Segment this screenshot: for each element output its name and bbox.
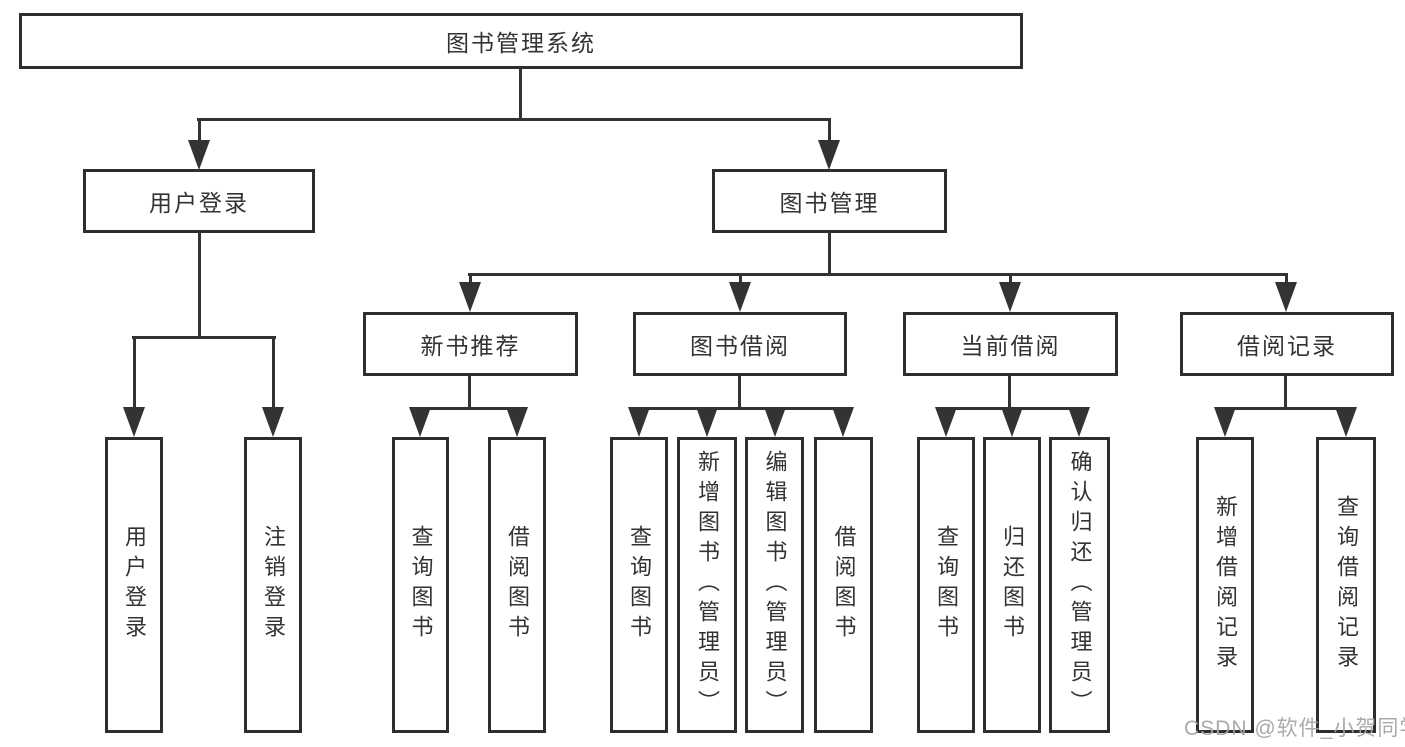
connector-line [738, 376, 741, 407]
arrow-down-icon [764, 407, 786, 437]
csdn-watermark: CSDN @软件_小贺同学 [1184, 717, 1405, 740]
leaf-user-login: 用户登录 [105, 437, 163, 733]
arrow-down-icon [999, 282, 1021, 312]
connector-line [197, 118, 831, 121]
leaf-add-books-admin: 新增图书（管理员） [677, 437, 737, 733]
leaf-query-books-recommend: 查询图书 [392, 437, 449, 733]
arrow-down-icon [1068, 407, 1090, 437]
arrow-down-icon [935, 407, 957, 437]
node-library-system: 图书管理系统 [19, 13, 1023, 69]
leaf-query-books-current: 查询图书 [917, 437, 975, 733]
connector-line [637, 407, 846, 410]
arrow-down-icon [459, 282, 481, 312]
arrow-down-icon [188, 140, 210, 170]
arrow-down-icon [628, 407, 650, 437]
connector-line [1223, 407, 1349, 410]
arrow-down-icon [729, 282, 751, 312]
arrow-down-icon [506, 407, 528, 437]
node-book-management: 图书管理 [712, 169, 947, 233]
leaf-borrow-books-borrowing: 借阅图书 [814, 437, 873, 733]
leaf-query-borrow-record: 查询借阅记录 [1316, 437, 1376, 733]
node-borrowing-records: 借阅记录 [1180, 312, 1394, 376]
connector-line [1009, 273, 1012, 288]
arrow-down-icon [1335, 407, 1357, 437]
leaf-query-books-borrowing: 查询图书 [610, 437, 668, 733]
connector-line [1284, 376, 1287, 407]
leaf-confirm-return-admin: 确认归还（管理员） [1049, 437, 1110, 733]
connector-line [828, 233, 831, 273]
arrow-down-icon [409, 407, 431, 437]
connector-line [1008, 376, 1011, 407]
connector-line [133, 336, 136, 412]
connector-line [519, 69, 522, 118]
connector-line [468, 273, 1288, 276]
node-new-book-recommend: 新书推荐 [363, 312, 578, 376]
node-current-borrowing: 当前借阅 [903, 312, 1118, 376]
connector-line [132, 336, 276, 339]
leaf-borrow-books-recommend: 借阅图书 [488, 437, 546, 733]
connector-line [739, 273, 742, 288]
arrow-down-icon [832, 407, 854, 437]
connector-line [828, 118, 831, 146]
arrow-down-icon [818, 140, 840, 170]
connector-line [469, 273, 472, 288]
node-book-borrowing: 图书借阅 [633, 312, 847, 376]
connector-line [1285, 273, 1288, 288]
leaf-return-books: 归还图书 [983, 437, 1041, 733]
leaf-add-borrow-record: 新增借阅记录 [1196, 437, 1254, 733]
leaf-logout: 注销登录 [244, 437, 302, 733]
arrow-down-icon [1214, 407, 1236, 437]
arrow-down-icon [123, 407, 145, 437]
connector-line [468, 376, 471, 407]
connector-line [272, 336, 275, 412]
arrow-down-icon [1275, 282, 1297, 312]
connector-line [198, 118, 201, 146]
arrow-down-icon [262, 407, 284, 437]
node-user-login: 用户登录 [83, 169, 315, 233]
arrow-down-icon [1001, 407, 1023, 437]
connector-line [418, 407, 520, 410]
connector-line [198, 233, 201, 336]
leaf-edit-books-admin: 编辑图书（管理员） [745, 437, 804, 733]
arrow-down-icon [696, 407, 718, 437]
